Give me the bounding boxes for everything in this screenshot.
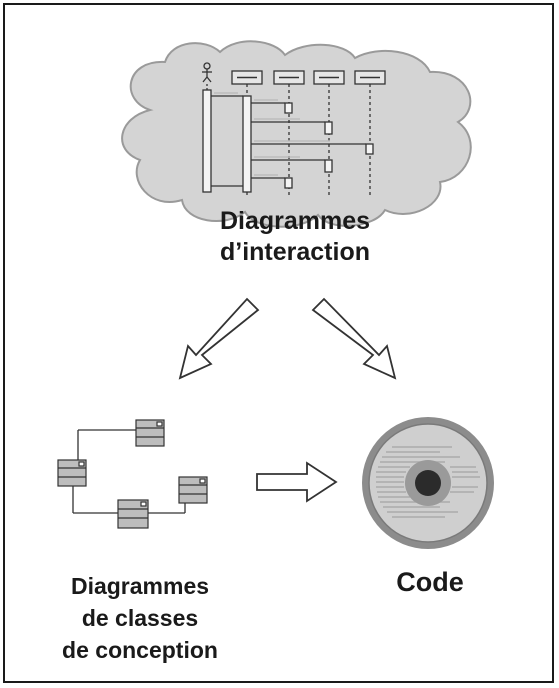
- cloud-shape: [121, 40, 472, 228]
- class-label-line-2: de classes: [81, 605, 199, 632]
- interaction-label-line-2: d’interaction: [219, 238, 370, 267]
- figure-frame: [3, 3, 554, 683]
- class-box: [135, 419, 165, 447]
- interaction-label-line-1: Diagrammes: [219, 207, 371, 235]
- class-label-line-3: de conception: [62, 637, 218, 664]
- arrow-to-class-diagrams: [178, 297, 260, 380]
- class-box: [178, 476, 208, 504]
- code-label: Code: [360, 566, 500, 600]
- arrow-to-code-side: [256, 461, 338, 503]
- class-diagrams-label: Diagrammes de classes de conception: [30, 570, 250, 667]
- code-disc-icon: [362, 417, 494, 549]
- actor-icon: [202, 62, 212, 90]
- arrow-to-code-top: [311, 297, 397, 380]
- hollow-arrow-icon: [178, 297, 260, 380]
- sequence-diagram-icon: [202, 62, 386, 196]
- class-label-line-1: Diagrammes: [70, 573, 210, 599]
- interaction-diagrams-label: Diagrammes d’interaction: [160, 206, 430, 269]
- code-label-text: Code: [396, 567, 464, 597]
- hollow-arrow-icon: [256, 461, 338, 503]
- class-diagram-icon: [57, 419, 208, 529]
- hollow-arrow-icon: [311, 297, 397, 380]
- class-box: [117, 499, 149, 529]
- class-box: [57, 459, 87, 487]
